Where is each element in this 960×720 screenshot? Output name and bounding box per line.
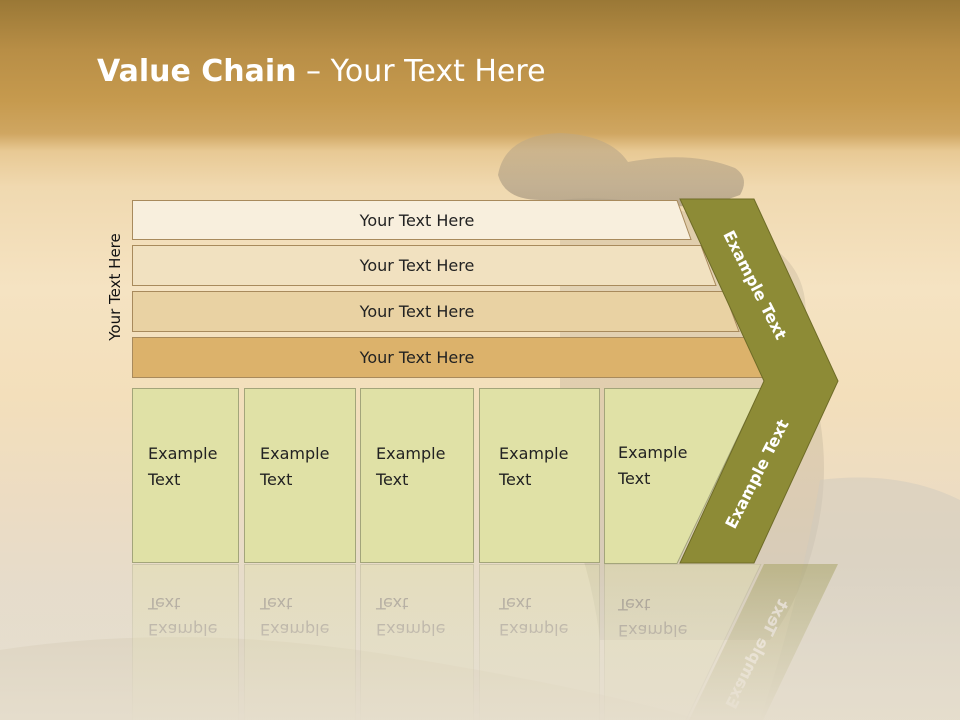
row-3[interactable]: Your Text Here (132, 291, 740, 332)
title-rest-part: – Your Text Here (296, 54, 546, 89)
cell-3-line-1: Example (376, 444, 446, 463)
row-2-shape (132, 245, 717, 286)
title-bold-part: Value Chain (97, 54, 297, 89)
row-1[interactable]: Your Text Here (132, 200, 692, 240)
row-3-shape (132, 291, 740, 332)
value-chain-cell-2[interactable]: Example Text (244, 388, 356, 563)
cell-2-text: Example Text (260, 441, 329, 493)
cell-4-line-2: Text (499, 470, 532, 489)
cell-2-line-1: Example (260, 444, 330, 463)
value-chain-cell-4[interactable]: Example Text (479, 388, 600, 563)
cell-3-line-2: Text (376, 470, 409, 489)
row-3-label: Your Text Here (359, 301, 475, 321)
row-2-label: Your Text Here (359, 255, 475, 275)
cell-3-text: Example Text (376, 441, 445, 493)
cell-1-line-2: Text (148, 470, 181, 489)
cell-5-shape (604, 388, 762, 564)
row-2[interactable]: Your Text Here (132, 245, 717, 286)
slide-title: Value Chain – Your Text Here (97, 54, 546, 89)
cell-5-text: Example Text (618, 440, 687, 492)
cell-5-line-2: Text (618, 469, 651, 488)
side-label: Your Text Here (106, 233, 124, 341)
row-1-shape (132, 200, 692, 240)
row-1-label: Your Text Here (359, 210, 475, 230)
value-chain-cell-3[interactable]: Example Text (360, 388, 474, 563)
cell-5-line-1: Example (618, 443, 688, 462)
cell-2-line-2: Text (260, 470, 293, 489)
cell-4-line-1: Example (499, 444, 569, 463)
cell-1-text: Example Text (148, 441, 217, 493)
cell-1-line-1: Example (148, 444, 218, 463)
value-chain-chevron[interactable] (670, 196, 845, 568)
row-4-label: Your Text Here (359, 347, 475, 367)
value-chain-cell-1[interactable]: Example Text (132, 388, 239, 563)
cell-4-text: Example Text (499, 441, 568, 493)
value-chain-cell-5[interactable]: Example Text (604, 388, 764, 564)
